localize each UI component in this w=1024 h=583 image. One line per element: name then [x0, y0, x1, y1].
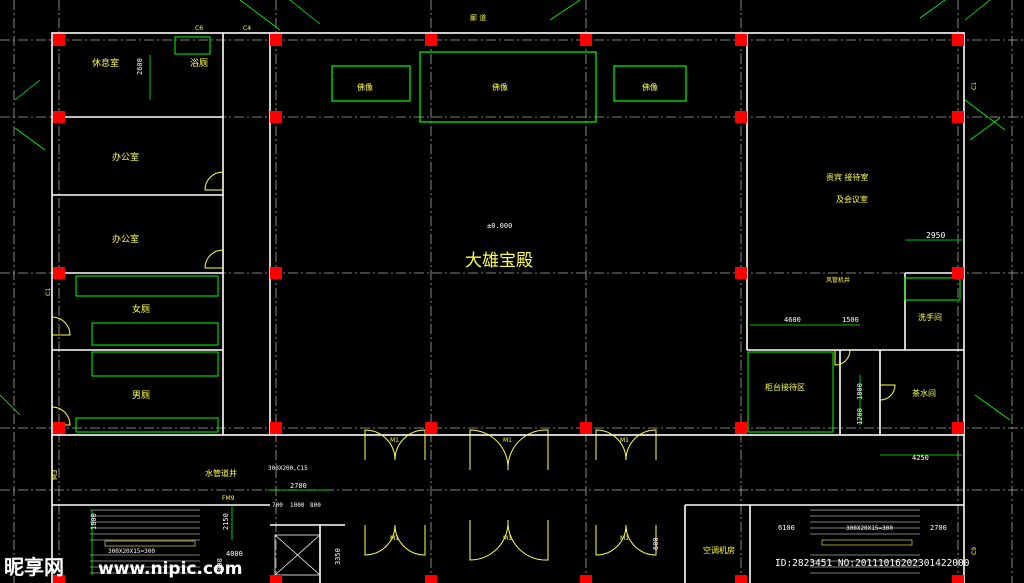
room-main-hall: 大雄宝殿 — [465, 251, 533, 271]
hall-doors — [51, 171, 896, 561]
watermark-url: www.nipic.com — [98, 559, 242, 579]
buddha-right: 佛像 — [642, 82, 658, 92]
leader-lines — [0, 0, 1011, 421]
room-meeting: 及会议室 — [836, 194, 868, 204]
door-m1-d: M1 — [390, 535, 399, 542]
watermark-site: 昵享网 — [4, 555, 64, 579]
window-c1-right: C1 — [971, 82, 978, 90]
stair-spec-right: 300X20X15=300 — [846, 525, 893, 532]
window-c6: C6 — [195, 25, 203, 32]
walls — [51, 32, 965, 583]
dim-2150: 2150 — [222, 513, 230, 530]
dim-2000: 2000 — [216, 558, 224, 575]
door-m1-e: M1 — [503, 535, 512, 542]
door-fm: FM9 — [222, 495, 235, 502]
buddha-platforms — [331, 51, 687, 123]
room-tea: 茶水间 — [912, 388, 936, 398]
vent-label: 风管机井 — [826, 276, 850, 284]
dim-600: 600 — [652, 537, 660, 550]
buddha-left: 佛像 — [357, 82, 373, 92]
duct-size: 300X200,C15 — [268, 465, 308, 472]
door-m1-b: M1 — [503, 437, 512, 444]
dim-6100: 6100 — [778, 524, 795, 532]
stairs-right — [810, 509, 920, 574]
dimension-lines — [91, 55, 962, 575]
elevator-shaft — [274, 534, 321, 576]
door-m3: M3 — [51, 470, 59, 481]
dim-700: 700 — [272, 502, 283, 509]
dim-2700-top: 2700 — [290, 482, 307, 490]
duct-label: 水管道井 — [205, 468, 237, 478]
room-aircon: 空调机房 — [703, 545, 735, 555]
buddha-center: 佛像 — [492, 82, 508, 92]
room-men-wc: 男厕 — [132, 390, 150, 401]
room-women-wc: 女厕 — [132, 303, 150, 315]
dim-1000: 1000 — [290, 502, 305, 509]
dim-1500: 1500 — [842, 316, 859, 324]
window-c4: C4 — [243, 25, 251, 32]
room-front-desk: 柜台接待区 — [765, 382, 805, 392]
dim-1800-left: 1800 — [90, 513, 98, 530]
dim-4000: 4000 — [226, 550, 243, 558]
dim-4600: 4600 — [784, 316, 801, 324]
dim-3350: 3350 — [334, 548, 342, 565]
dim-2950: 2950 — [926, 231, 945, 240]
toilet-stalls — [75, 36, 961, 433]
room-office-1: 办公室 — [112, 151, 139, 163]
room-office-2: 办公室 — [112, 233, 139, 245]
watermark-id: ID:2823451 NO:20111016202301422000 — [775, 558, 970, 569]
stairs-left — [90, 509, 200, 574]
window-c1-left: C1 — [45, 288, 52, 296]
stair-spec-left: 300X20X15=300 — [108, 548, 155, 555]
dim-1800: 1800 — [856, 383, 864, 400]
dim-1200: 1200 — [856, 408, 864, 425]
corridor-label: 廊 道 — [470, 13, 486, 22]
door-m1-a: M1 — [390, 437, 399, 444]
room-rest: 休息室 — [92, 57, 119, 69]
window-c9: C9 — [971, 547, 978, 555]
room-bath: 浴厕 — [190, 58, 208, 69]
room-reception: 贵宾 接待室 — [826, 172, 869, 182]
room-washroom: 洗手间 — [918, 312, 942, 322]
door-m1-c: M1 — [620, 437, 629, 444]
door-m1-f: M1 — [620, 535, 629, 542]
columns — [53, 34, 964, 583]
dim-4250: 4250 — [912, 454, 929, 462]
elevation-mark: ±0.000 — [487, 222, 512, 230]
dim-2600: 2600 — [136, 58, 144, 75]
dim-2700: 2700 — [930, 524, 947, 532]
dim-800: 800 — [310, 502, 321, 509]
